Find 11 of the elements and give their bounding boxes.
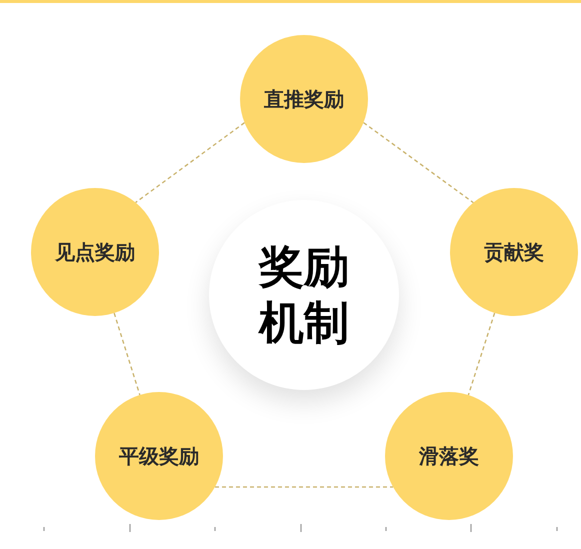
node-label: 滑落奖 bbox=[419, 444, 479, 468]
dashed-connector bbox=[468, 312, 496, 396]
dashed-connector bbox=[114, 312, 140, 396]
node-label: 见点奖励 bbox=[55, 240, 135, 264]
node-label: 贡献奖 bbox=[484, 240, 544, 264]
dashed-connector bbox=[135, 122, 245, 204]
node-label: 直推奖励 bbox=[264, 86, 344, 112]
node-label: 平级奖励 bbox=[119, 444, 199, 468]
dashed-connector bbox=[215, 486, 393, 488]
center-title: 奖励机制 bbox=[258, 239, 350, 351]
dashed-connector bbox=[363, 122, 474, 204]
